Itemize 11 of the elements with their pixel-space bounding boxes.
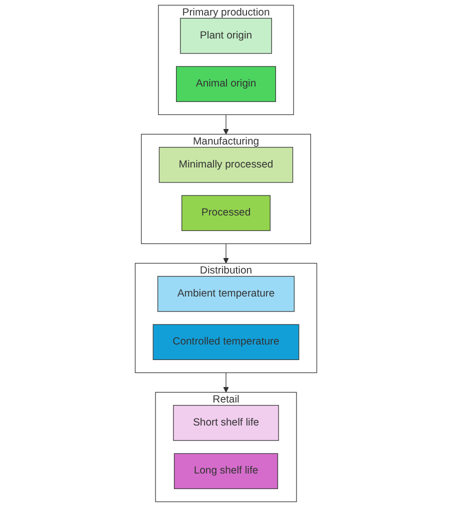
arrow bbox=[223, 372, 229, 393]
node-box: Controlled temperature bbox=[152, 324, 300, 360]
arrow bbox=[223, 243, 229, 264]
node-box: Processed bbox=[182, 195, 270, 232]
arrow bbox=[223, 114, 229, 134]
node-box: Minimally processed bbox=[158, 146, 294, 183]
node-box: Short shelf life bbox=[173, 405, 279, 441]
node-box: Ambient temperature bbox=[157, 276, 295, 312]
node-box: Animal origin bbox=[176, 66, 276, 102]
node-box: Plant origin bbox=[180, 18, 272, 54]
node-box: Long shelf life bbox=[174, 453, 278, 490]
